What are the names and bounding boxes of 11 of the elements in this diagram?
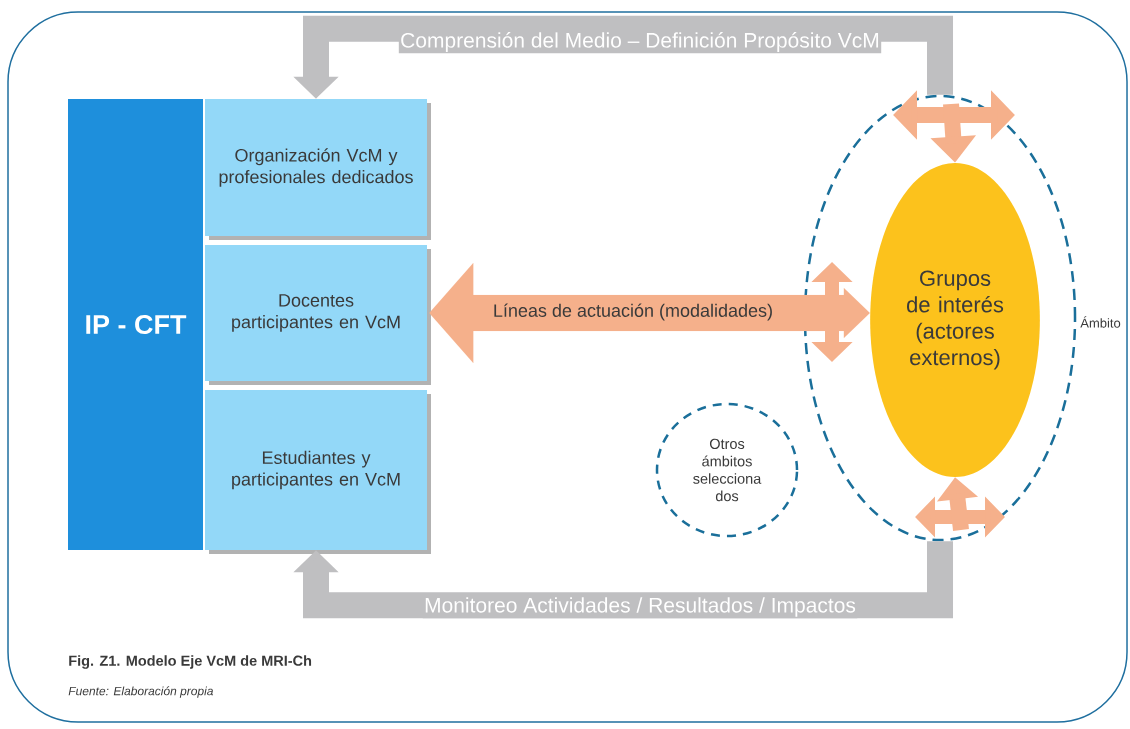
participant-box: Organización VcM y profesionales dedicados (205, 99, 431, 240)
institution-bar: IP - CFT (68, 99, 203, 550)
participant-box: Estudiantes y participantes en VcM (205, 390, 431, 554)
caption: Fig. Z1. Modelo Eje VcM de MRI-Ch (69, 655, 312, 669)
node-label: Ámbito (1080, 316, 1121, 328)
edge-label: Monitoreo Actividades / Resultados / Impactos (422, 595, 858, 619)
edge-label: Líneas de actuación (modalidades) (491, 302, 775, 322)
source-note: Fuente: Elaboración propia (68, 686, 214, 698)
edge-label: Comprensión del Medio – Definición Propósito VcM (398, 30, 882, 54)
arrow (293, 541, 953, 619)
participant-box: Docentes participantes en VcM (205, 245, 431, 385)
